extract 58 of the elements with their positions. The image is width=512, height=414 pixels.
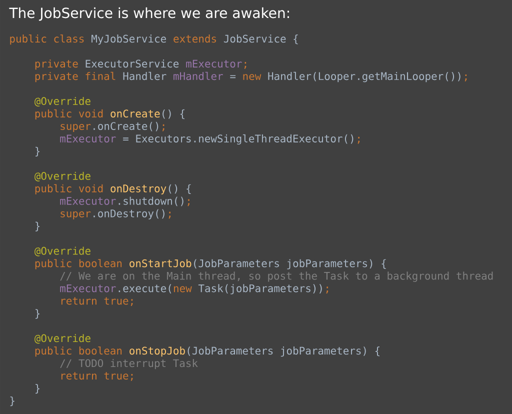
heading: The JobService is where we are awaken: xyxy=(9,7,289,21)
code-text: onStartJob xyxy=(130,259,192,268)
code-text: Handler(Looper.getMainLooper()) xyxy=(268,72,460,82)
code-text: JobService { xyxy=(224,34,298,44)
code-text: mExecutor xyxy=(60,197,116,205)
code-text: Task(jobParameters)) xyxy=(198,284,322,294)
code-text: } xyxy=(10,396,14,406)
code-text: mExecutor xyxy=(186,60,242,68)
code-text: = Executors.newSingleThreadExecutor() xyxy=(123,134,354,145)
code-text: new xyxy=(174,286,192,292)
code-text: (JobParameters jobParameters) { xyxy=(188,346,380,357)
code-text: private xyxy=(35,60,78,70)
code-text: onCreate xyxy=(110,110,160,118)
code-comment: // We are on the Main thread, so post the Task to a background thread xyxy=(60,272,493,282)
code-text: public class xyxy=(10,34,84,45)
code-text: } xyxy=(36,309,40,319)
code-text: super xyxy=(60,211,91,220)
code-text: ; xyxy=(326,286,328,294)
code-text: ; xyxy=(188,199,190,206)
code-text: .onDestroy() xyxy=(94,209,164,220)
code-text: public boolean xyxy=(35,346,122,357)
code-text: public void xyxy=(35,109,103,120)
code-text: return true; xyxy=(61,297,133,306)
code-text: @Override xyxy=(34,334,90,344)
code-text: onStopJob xyxy=(130,346,185,357)
code-text: = xyxy=(230,75,236,78)
code-text: ExecutorService xyxy=(86,60,179,68)
code-text: () { xyxy=(162,109,184,120)
code-text: public void xyxy=(35,184,103,194)
code-comment: // TODO interrupt Task xyxy=(60,359,198,370)
code-text: onDestroy xyxy=(110,184,166,194)
code-text: ; xyxy=(168,212,171,219)
code-text: MyJobService xyxy=(92,34,166,45)
code-text: ; xyxy=(464,74,467,82)
code-text: extends xyxy=(174,34,216,43)
code-text: } xyxy=(36,384,40,394)
code-text: private final xyxy=(35,72,116,82)
code-text: .shutdown() xyxy=(118,196,184,206)
code-text: new xyxy=(243,74,262,80)
code-text: ; xyxy=(358,136,360,144)
code-text: (JobParameters jobParameters) { xyxy=(194,259,386,270)
code-text: } xyxy=(36,146,40,157)
code-text: Handler xyxy=(123,72,166,80)
code-text: super xyxy=(60,124,91,132)
code-text: mExecutor xyxy=(60,134,116,142)
code-text: ; xyxy=(162,124,164,132)
code-text: ; xyxy=(244,62,246,69)
code-text: mHandler xyxy=(174,72,223,80)
code-text: .onCreate() xyxy=(94,122,158,132)
code-text: public boolean xyxy=(35,259,122,270)
code-text: return true; xyxy=(61,372,133,381)
code-text: () { xyxy=(168,184,191,194)
code-text: .execute( xyxy=(118,284,172,294)
code-text: mExecutor xyxy=(60,284,116,292)
code-text: @Override xyxy=(34,172,90,182)
code-text: @Override xyxy=(34,246,90,256)
code-text: @Override xyxy=(34,96,90,107)
code-text: } xyxy=(36,222,40,232)
